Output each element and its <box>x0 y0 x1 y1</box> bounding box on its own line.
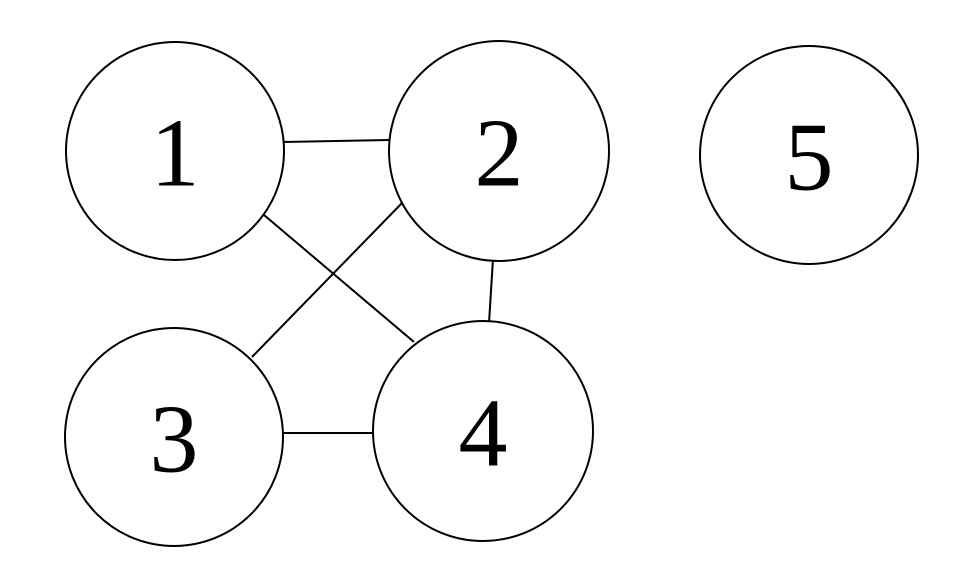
graph-node-circle-1 <box>65 41 285 261</box>
graph-node-circle-4 <box>372 320 594 542</box>
graph-node-5: 5 <box>699 45 919 265</box>
graph-edge-2-4 <box>488 258 494 324</box>
graph-node-label-2: 2 <box>475 99 524 207</box>
graph-node-label-4: 4 <box>459 379 508 487</box>
graph-node-circle-3 <box>64 327 284 547</box>
graph-node-circle-5 <box>699 45 919 265</box>
graph-node-label-1: 1 <box>151 99 200 207</box>
graph-node-1: 1 <box>65 41 285 261</box>
graph-node-3: 3 <box>64 327 284 547</box>
graph-node-circle-2 <box>388 40 610 262</box>
graph-node-label-3: 3 <box>150 385 199 493</box>
graph-edge-1-2 <box>282 139 392 143</box>
graph-node-2: 2 <box>388 40 610 262</box>
graph-node-4: 4 <box>372 320 594 542</box>
graph-node-label-5: 5 <box>785 103 834 211</box>
graph-edge-2-3 <box>251 202 403 358</box>
graph-edge-1-4 <box>263 214 415 343</box>
